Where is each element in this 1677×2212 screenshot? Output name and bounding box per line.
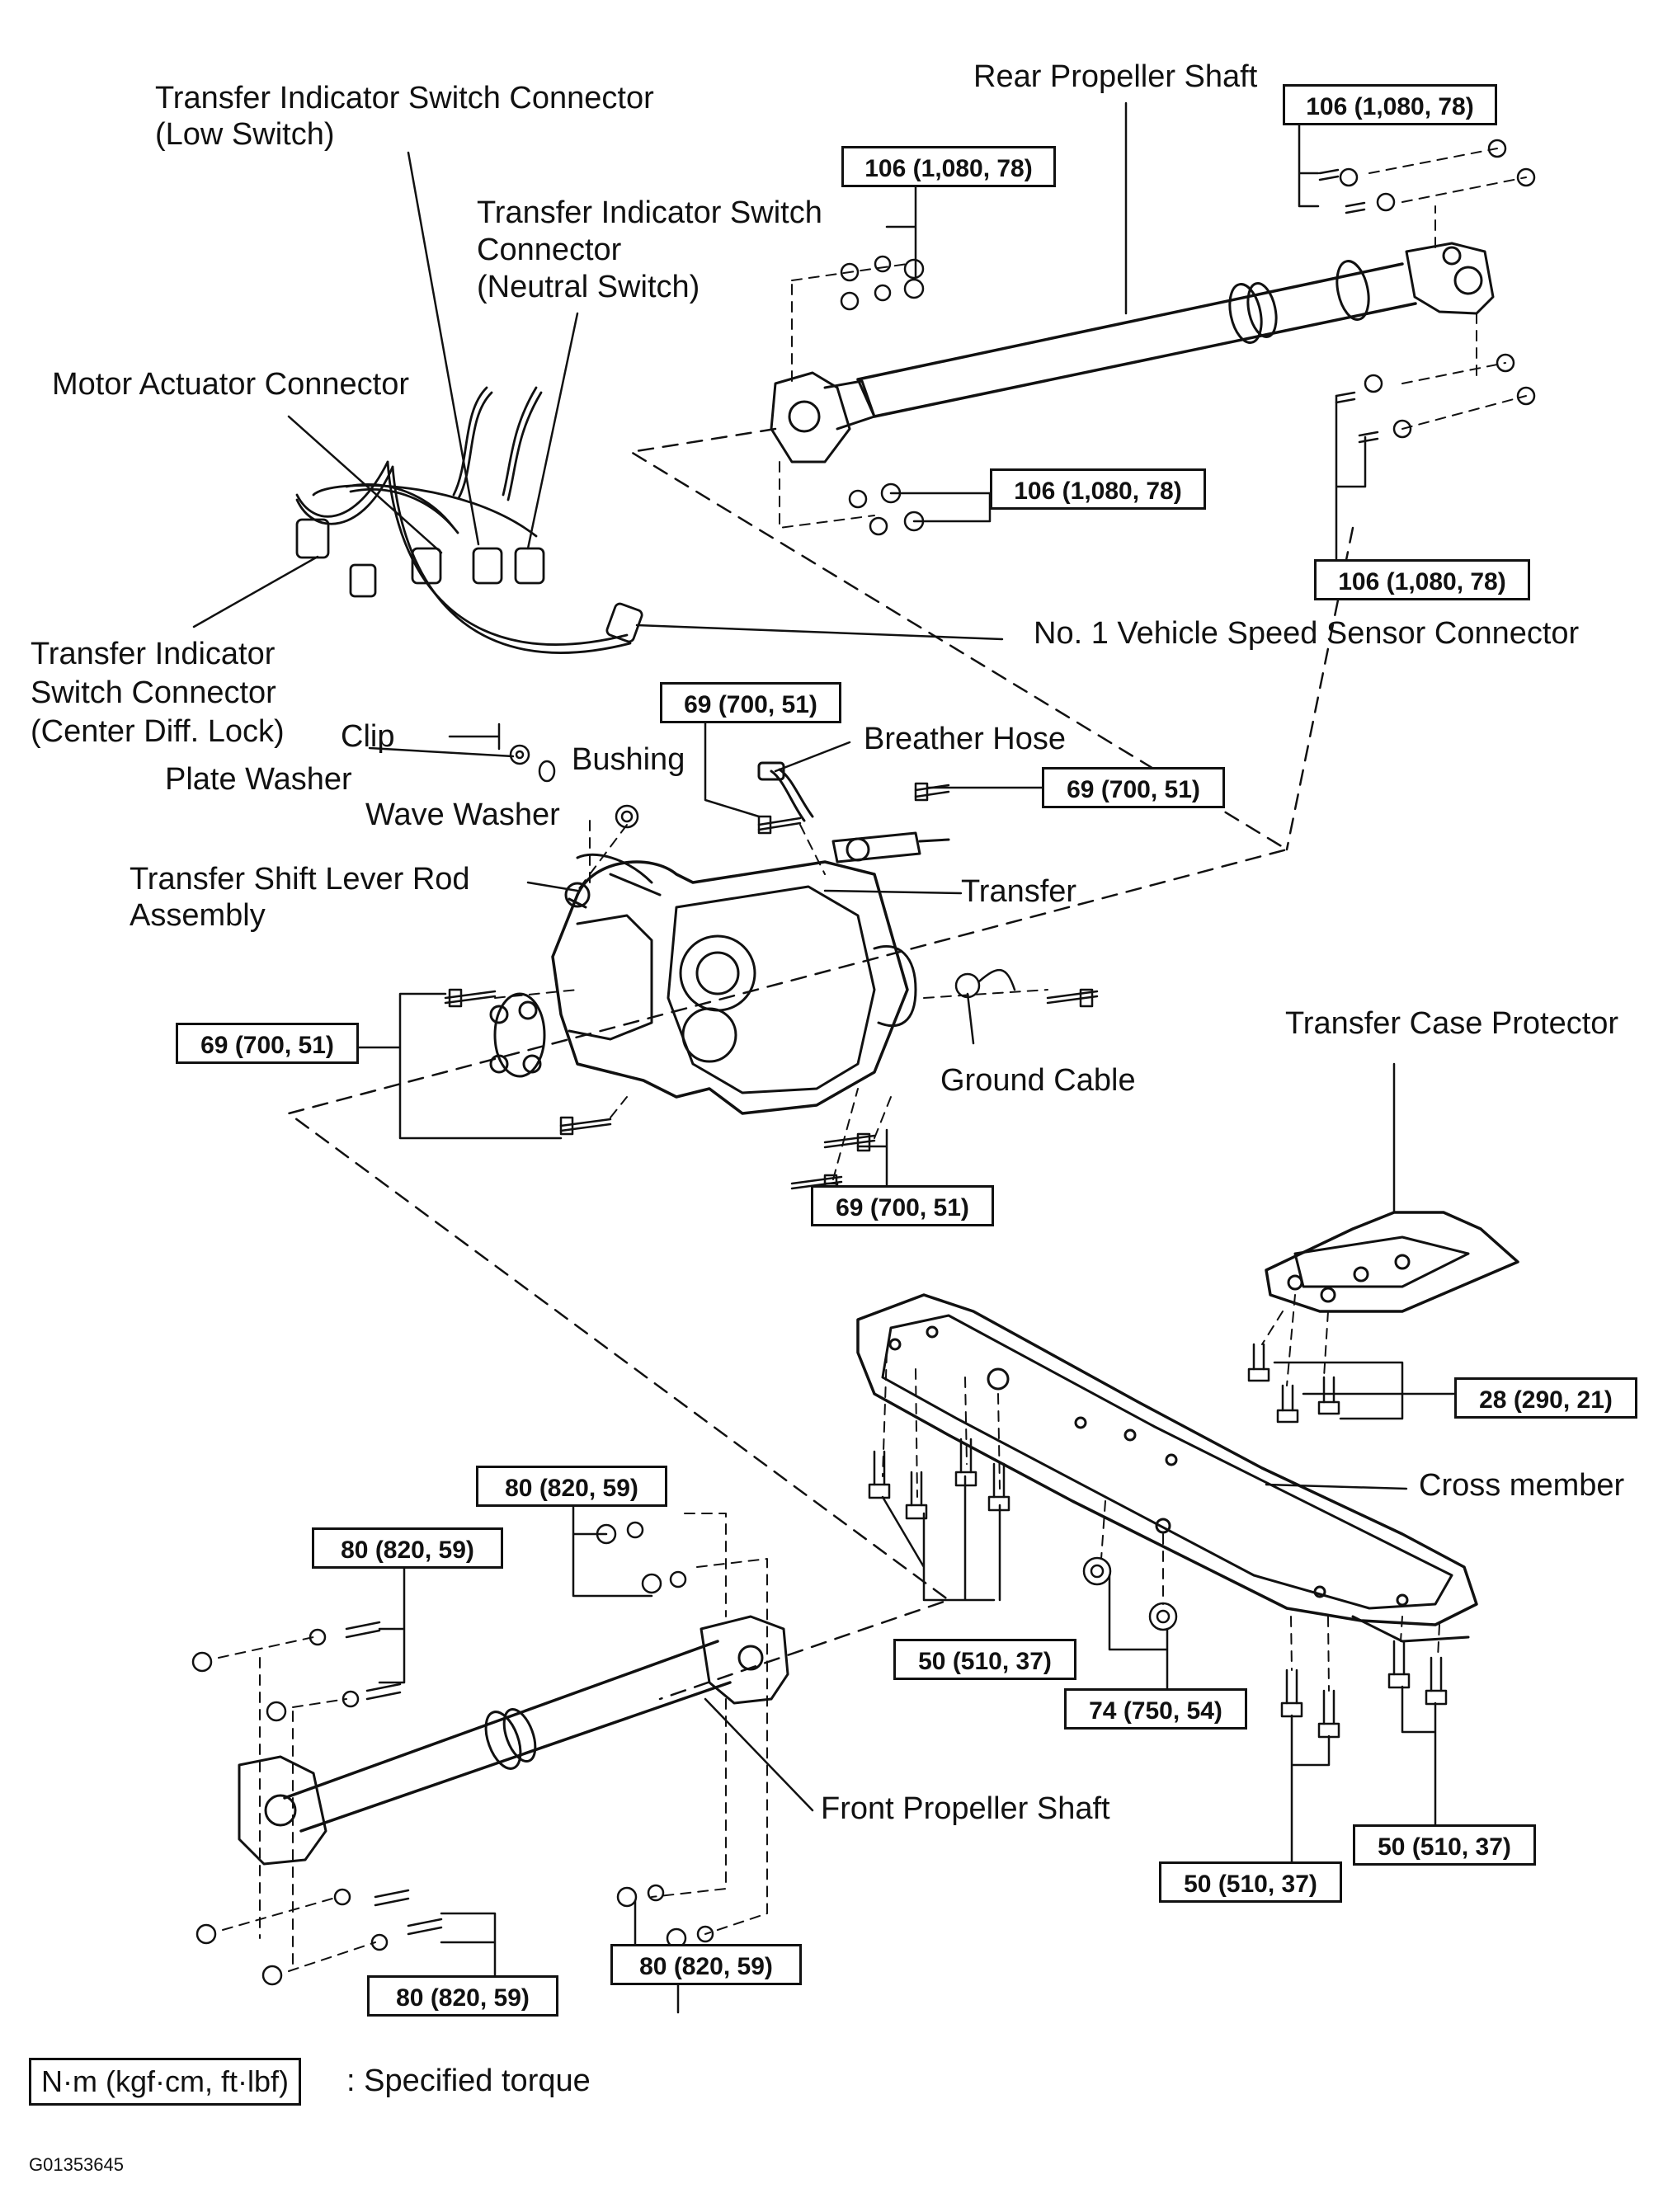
speed-sensor-connector-label: No. 1 Vehicle Speed Sensor Connector (1034, 616, 1580, 651)
cross-member-bolts (868, 1438, 1448, 1739)
wiring-harness (295, 386, 643, 654)
torque-spec-protector: 28 (290, 21) (1454, 1377, 1637, 1419)
motor-actuator-connector-label: Motor Actuator Connector (52, 367, 409, 402)
transfer-case-protector-label: Transfer Case Protector (1285, 1006, 1619, 1041)
neutral-switch-connector-label-line1: Transfer Indicator Switch (477, 195, 822, 230)
torque-spec-transfer-right: 69 (700, 51) (1042, 767, 1225, 808)
torque-spec-crossmember-left: 50 (510, 37) (893, 1639, 1076, 1680)
torque-spec-rear-bottom-right: 106 (1,080, 78) (1314, 559, 1530, 600)
wave-washer-label: Wave Washer (365, 798, 560, 832)
plate-washer-label: Plate Washer (165, 762, 352, 797)
transfer-label: Transfer (961, 874, 1077, 909)
legend-description: : Specified torque (346, 2064, 591, 2098)
breather-hose-label: Breather Hose (864, 722, 1067, 756)
torque-spec-rear-top-left: 106 (1,080, 78) (841, 146, 1056, 187)
rear-shaft-fasteners (779, 122, 1536, 564)
rear-propeller-shaft-label: Rear Propeller Shaft (973, 59, 1258, 94)
torque-spec-front-top-left: 80 (820, 59) (312, 1527, 503, 1569)
torque-spec-transfer-bottom: 69 (700, 51) (811, 1185, 994, 1226)
clip-washers-bushing (448, 722, 639, 829)
cross-member (856, 1293, 1478, 1643)
center-diff-connector-label-line2: Switch Connector (31, 675, 276, 710)
low-switch-connector-label-line2: (Low Switch) (155, 117, 335, 152)
ground-cable-label: Ground Cable (940, 1063, 1136, 1098)
neutral-switch-connector-label-line2: Connector (477, 233, 622, 267)
rear-propeller-shaft (770, 242, 1495, 464)
torque-spec-transfer-left: 69 (700, 51) (176, 1023, 359, 1064)
torque-spec-crossmember-mid: 74 (750, 54) (1064, 1688, 1247, 1730)
transfer-leaders (357, 712, 1045, 1214)
front-shaft-fasteners (191, 1521, 714, 1986)
torque-spec-transfer-top: 69 (700, 51) (660, 682, 841, 723)
front-propeller-shaft (238, 1615, 789, 1866)
center-diff-connector-label-line1: Transfer Indicator (31, 637, 276, 671)
transfer-case-protector (1265, 1062, 1519, 1313)
bushing-label: Bushing (572, 742, 685, 777)
neutral-switch-connector-label-line3: (Neutral Switch) (477, 270, 700, 304)
torque-spec-rear-top-right: 106 (1,080, 78) (1283, 84, 1497, 125)
torque-spec-crossmember-bottom-left: 50 (510, 37) (1159, 1861, 1342, 1903)
transfer-bolts (444, 782, 1099, 1193)
figure-code: G01353645 (29, 2154, 124, 2175)
torque-spec-rear-bottom-left: 106 (1,080, 78) (990, 468, 1206, 510)
torque-spec-crossmember-bottom-right: 50 (510, 37) (1353, 1824, 1536, 1866)
transfer-case (489, 761, 950, 1115)
torque-spec-front-top-center: 80 (820, 59) (476, 1466, 667, 1507)
clip-label: Clip (341, 719, 395, 754)
front-propeller-shaft-label: Front Propeller Shaft (821, 1791, 1110, 1826)
torque-spec-front-bottom-left: 80 (820, 59) (367, 1975, 558, 2017)
transfer-dashed-paths (494, 816, 1048, 1180)
shift-lever-rod-label-line2: Assembly (130, 898, 266, 933)
center-diff-connector-label-line3: (Center Diff. Lock) (31, 714, 285, 749)
low-switch-connector-label-line1: Transfer Indicator Switch Connector (155, 81, 654, 115)
shift-lever-rod-label-line1: Transfer Shift Lever Rod (130, 862, 470, 897)
label-leaders (192, 101, 1408, 1812)
cross-member-label: Cross member (1419, 1468, 1625, 1503)
torque-spec-front-bottom-center: 80 (820, 59) (610, 1944, 802, 1985)
legend-unit-box: N·m (kgf·cm, ft·lbf) (29, 2058, 301, 2106)
protector-bolts (1247, 1343, 1340, 1424)
